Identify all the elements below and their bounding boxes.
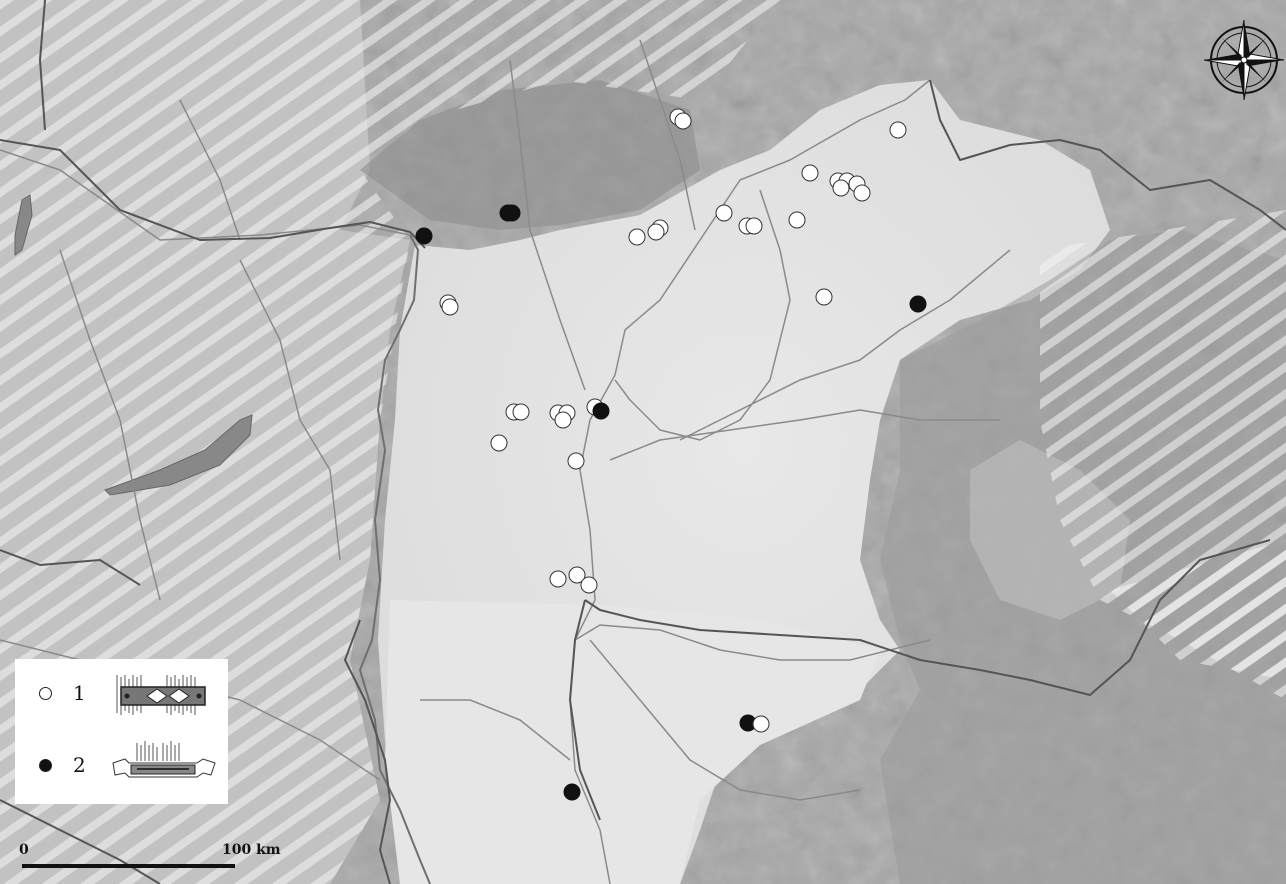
- site-point: [801, 164, 819, 182]
- legend: 1 2: [15, 659, 228, 804]
- hatched-area-southeast: [1110, 540, 1286, 680]
- black-circle-icon: [39, 759, 52, 772]
- site-point: [503, 204, 521, 222]
- river-west-3: [239, 259, 341, 561]
- compass-rose-icon: [1203, 19, 1285, 101]
- site-point: [832, 179, 850, 197]
- site-point: [563, 783, 581, 801]
- river-danube-upper: [0, 149, 411, 241]
- river-west-2: [59, 249, 161, 601]
- rectangular-plate-with-rivets: [116, 675, 206, 715]
- border-romania: [584, 539, 1271, 696]
- river-danube: [358, 234, 431, 884]
- site-point: [490, 434, 508, 452]
- site-point: [674, 112, 692, 130]
- site-point: [592, 402, 610, 420]
- site-point: [815, 288, 833, 306]
- site-point: [715, 204, 733, 222]
- site-point: [567, 452, 585, 470]
- river-west-1: [179, 99, 241, 241]
- site-point: [628, 228, 646, 246]
- scale-bar: [22, 864, 235, 868]
- site-point: [745, 217, 763, 235]
- lake-neusiedl: [14, 194, 33, 256]
- white-circle-icon: [39, 687, 52, 700]
- site-point: [647, 223, 665, 241]
- river-koros: [609, 409, 1000, 461]
- site-point: [549, 570, 567, 588]
- site-point: [568, 566, 586, 584]
- site-point: [752, 715, 770, 733]
- scale-start-label: 0: [19, 842, 29, 858]
- southern-lowland: [385, 600, 880, 884]
- sites-type-2: [415, 204, 927, 801]
- river-east-1: [614, 189, 791, 441]
- site-point: [441, 298, 459, 316]
- river-north-2: [639, 39, 696, 231]
- border-north: [0, 139, 426, 249]
- border-west-2: [0, 549, 141, 586]
- site-point: [889, 121, 907, 139]
- river-north-1: [509, 59, 586, 391]
- site-point: [909, 295, 927, 313]
- site-point: [788, 211, 806, 229]
- plate-with-side-tabs: [112, 741, 216, 778]
- lake-balaton: [104, 414, 253, 496]
- border-west-1: [39, 0, 46, 131]
- site-point: [512, 403, 530, 421]
- river-east-2: [679, 249, 1011, 441]
- legend-label: 1: [73, 681, 86, 705]
- river-south-2: [420, 699, 571, 761]
- site-point: [554, 411, 572, 429]
- border-east: [929, 79, 1286, 231]
- legend-item-1: 1: [15, 673, 228, 715]
- site-point: [580, 576, 598, 594]
- site-point: [853, 184, 871, 202]
- border-croatia: [344, 619, 391, 884]
- river-maros: [574, 624, 931, 661]
- legend-item-2: 2: [15, 741, 228, 785]
- site-point: [415, 227, 433, 245]
- legend-label: 2: [73, 753, 86, 777]
- northern-mountains: [360, 80, 700, 230]
- river-south-1: [589, 639, 861, 801]
- border-serbia: [569, 599, 601, 821]
- scale-end-label: 100 km: [222, 842, 281, 858]
